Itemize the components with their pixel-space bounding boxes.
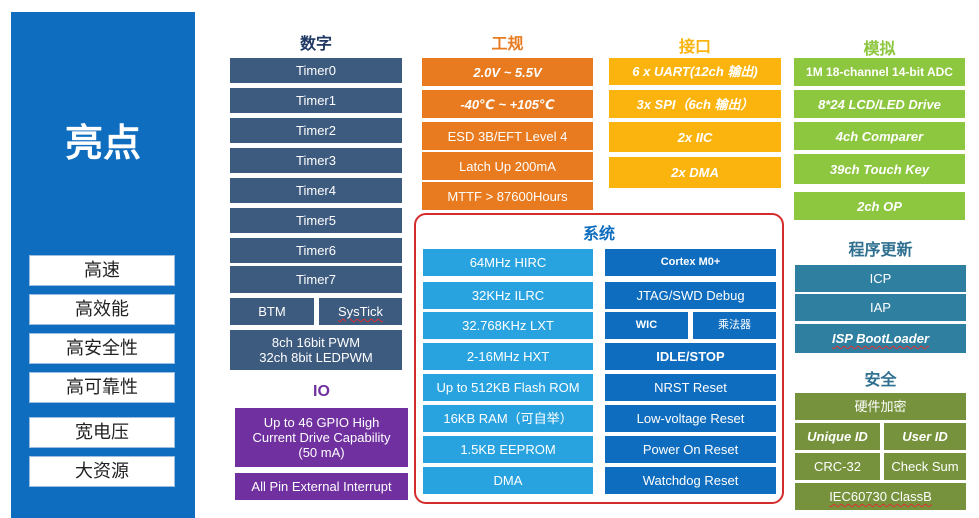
timer1-block: Timer1	[230, 88, 402, 113]
analog-header: 模拟	[863, 41, 896, 58]
lxt-block: 32.768KHz LXT	[423, 312, 593, 339]
uart-block: 6 x UART(12ch 输出)	[609, 58, 781, 85]
adc-block: 1M 18-channel 14-bit ADC	[794, 58, 965, 86]
gpio-block: Up to 46 GPIO High Current Drive Capabil…	[235, 408, 408, 467]
spi-block: 3x SPI（6ch 输出）	[609, 90, 781, 118]
btm-block: BTM	[230, 298, 314, 325]
gpio-line-1: Up to 46 GPIO High	[263, 415, 380, 430]
timer4-block: Timer4	[230, 178, 402, 203]
checksum-block: Check Sum	[884, 453, 966, 480]
timer3-block: Timer3	[230, 148, 402, 173]
program-update-header: 程序更新	[848, 242, 913, 259]
temperature-range-block: -40℃ ~ +105℃	[422, 90, 593, 118]
mttf-block: MTTF > 87600Hours	[422, 182, 593, 210]
highlight-item-wide-voltage: 宽电压	[29, 417, 175, 448]
systick-label: SysTick	[337, 304, 384, 319]
icp-block: ICP	[795, 265, 966, 292]
touch-key-block: 39ch Touch Key	[794, 154, 965, 184]
isp-bootloader-label: ISP BootLoader	[831, 331, 930, 346]
iec60730-block: IEC60730 ClassB	[795, 483, 966, 510]
user-id-block: User ID	[884, 423, 966, 450]
system-header: 系统	[582, 226, 615, 243]
hirc-block: 64MHz HIRC	[423, 249, 593, 276]
nrst-reset-block: NRST Reset	[605, 374, 776, 401]
iic-block: 2x IIC	[609, 122, 781, 152]
timer2-block: Timer2	[230, 118, 402, 143]
wic-block: WIC	[605, 312, 688, 339]
security-header: 安全	[864, 372, 897, 389]
isp-bootloader-block: ISP BootLoader	[795, 324, 966, 353]
comparer-block: 4ch Comparer	[794, 122, 965, 150]
highlights-title: 亮点	[64, 121, 141, 165]
digital-header: 数字	[299, 36, 332, 53]
system-frame	[414, 213, 784, 504]
timer0-block: Timer0	[230, 58, 402, 83]
cortex-m0-block: Cortex M0+	[605, 249, 776, 276]
external-interrupt-block: All Pin External Interrupt	[235, 473, 408, 500]
power-on-reset-block: Power On Reset	[605, 436, 776, 463]
unique-id-block: Unique ID	[795, 423, 880, 450]
esd-block: ESD 3B/EFT Level 4	[422, 122, 593, 150]
voltage-range-block: 2.0V ~ 5.5V	[422, 58, 593, 86]
highlight-item-high-efficiency: 高效能	[29, 294, 175, 325]
iec60730-label: IEC60730 ClassB	[829, 489, 932, 504]
crc32-block: CRC-32	[795, 453, 880, 480]
jtag-swd-block: JTAG/SWD Debug	[605, 282, 776, 309]
latch-up-block: Latch Up 200mA	[422, 152, 593, 180]
gpio-line-2: Current Drive Capability	[252, 430, 391, 445]
timer6-block: Timer6	[230, 238, 402, 263]
hardware-encryption-block: 硬件加密	[795, 393, 966, 420]
lcd-led-drive-block: 8*24 LCD/LED Drive	[794, 90, 965, 118]
ilrc-block: 32KHz ILRC	[423, 282, 593, 309]
pwm-block: 8ch 16bit PWM 32ch 8bit LEDPWM	[230, 330, 402, 370]
multiplier-block: 乘法器	[693, 312, 776, 339]
highlight-item-high-reliability: 高可靠性	[29, 372, 175, 403]
highlight-item-high-security: 高安全性	[29, 333, 175, 364]
timer7-block: Timer7	[230, 266, 402, 293]
watchdog-reset-block: Watchdog Reset	[605, 467, 776, 494]
eeprom-block: 1.5KB EEPROM	[423, 436, 593, 463]
dma-system-block: DMA	[423, 467, 593, 494]
timer5-block: Timer5	[230, 208, 402, 233]
gpio-line-3: (50 mA)	[298, 445, 345, 460]
ram-block: 16KB RAM（可自举）	[423, 405, 593, 432]
op-block: 2ch OP	[794, 192, 965, 220]
industrial-header: 工规	[491, 36, 524, 53]
dma-interface-block: 2x DMA	[609, 157, 781, 188]
hxt-block: 2-16MHz HXT	[423, 343, 593, 370]
iap-block: IAP	[795, 294, 966, 321]
idle-stop-block: IDLE/STOP	[605, 343, 776, 370]
systick-block: SysTick	[319, 298, 402, 325]
highlight-item-high-speed: 高速	[29, 255, 175, 286]
pwm-line-2: 32ch 8bit LEDPWM	[259, 350, 373, 365]
interface-header: 接口	[678, 39, 711, 56]
highlight-item-large-resources: 大资源	[29, 456, 175, 487]
flash-rom-block: Up to 512KB Flash ROM	[423, 374, 593, 401]
pwm-line-1: 8ch 16bit PWM	[271, 335, 361, 350]
io-header: IO	[313, 383, 330, 400]
low-voltage-reset-block: Low-voltage Reset	[605, 405, 776, 432]
